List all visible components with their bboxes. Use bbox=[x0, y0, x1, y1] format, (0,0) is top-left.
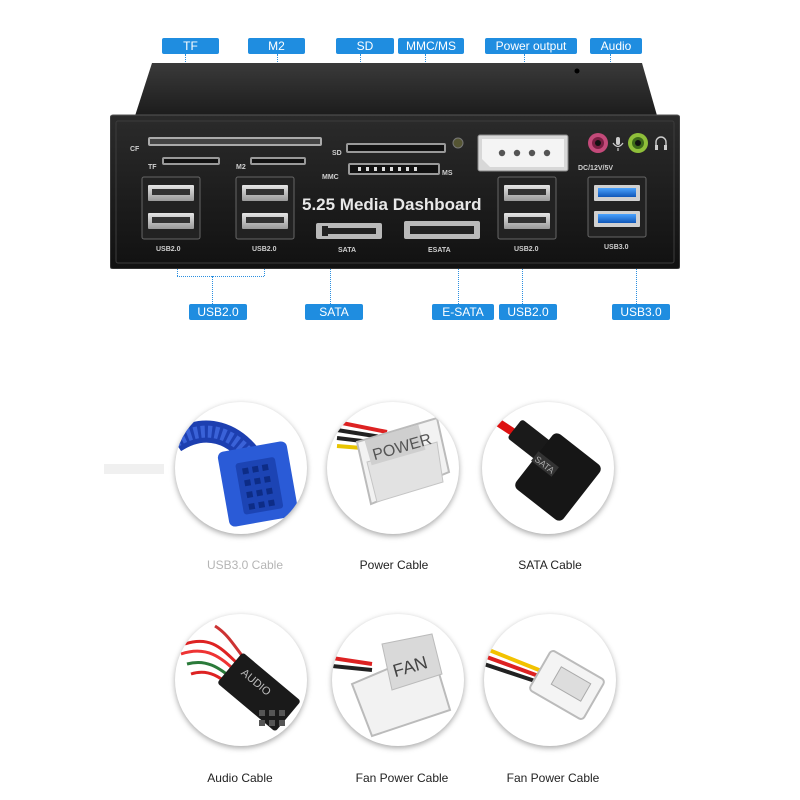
panel-label-sd: SD bbox=[332, 150, 342, 157]
sata-connector-icon: SATA bbox=[482, 408, 601, 521]
callout-tf: TF bbox=[162, 38, 219, 54]
esata-port bbox=[404, 221, 480, 239]
sata-cable-label: SATA Cable bbox=[518, 558, 582, 572]
panel-label-m2: M2 bbox=[236, 164, 246, 171]
faint-reflection bbox=[104, 464, 164, 474]
leader-sata bbox=[330, 240, 331, 304]
headphone-jack bbox=[628, 133, 648, 153]
usb3-header-connector-icon bbox=[175, 420, 299, 527]
callout-power-output: Power output bbox=[485, 38, 577, 54]
usb2-port-group-a bbox=[141, 176, 201, 240]
callout-sata: SATA bbox=[305, 304, 363, 320]
callout-usb3: USB3.0 bbox=[612, 304, 670, 320]
microphone-icon bbox=[612, 137, 624, 151]
panel-label-mmc: MMC bbox=[322, 174, 339, 181]
callout-sd: SD bbox=[336, 38, 394, 54]
panel-label-ms: MS bbox=[442, 170, 453, 177]
fan-power-cable-circle-1: FAN bbox=[332, 614, 464, 746]
panel-label-usb3: USB3.0 bbox=[604, 244, 629, 251]
callout-esata: E-SATA bbox=[432, 304, 494, 320]
callout-audio: Audio bbox=[590, 38, 642, 54]
leader-usb2-left-c bbox=[212, 276, 213, 304]
power-output-port bbox=[477, 134, 569, 172]
microphone-jack bbox=[588, 133, 608, 153]
callout-usb2-right: USB2.0 bbox=[499, 304, 557, 320]
leader-esata bbox=[458, 240, 459, 304]
leader-usb2-left-h bbox=[177, 276, 264, 277]
panel-label-esata: ESATA bbox=[428, 247, 451, 254]
audio-cable-circle: AUDIO bbox=[175, 614, 307, 746]
panel-top-housing bbox=[134, 63, 658, 119]
panel-label-usb2-b: USB2.0 bbox=[252, 246, 277, 253]
headphone-icon bbox=[655, 136, 667, 150]
panel-label-dc: DC/12V/5V bbox=[578, 165, 613, 172]
usb2-port-group-b bbox=[235, 176, 295, 240]
panel-title: 5.25 Media Dashboard bbox=[302, 195, 482, 214]
molex-power-connector-icon: POWER bbox=[336, 416, 451, 506]
callout-usb2-left: USB2.0 bbox=[189, 304, 247, 320]
panel-label-cf: CF bbox=[130, 146, 140, 153]
usb3-cable-circle bbox=[175, 402, 307, 534]
fan-molex-connector-icon: FAN bbox=[332, 633, 452, 738]
media-dashboard-panel: CF TF M2 SD MMC MS DC/12V/5V USB2.0 bbox=[110, 63, 680, 269]
usb3-port-group bbox=[587, 176, 647, 238]
usb3-cable-label: USB3.0 Cable bbox=[206, 558, 284, 572]
panel-label-sata: SATA bbox=[338, 247, 356, 254]
fan-power-cable-circle-2 bbox=[484, 614, 616, 746]
power-cable-circle: POWER bbox=[327, 402, 459, 534]
sata-cable-circle: SATA bbox=[482, 402, 614, 534]
callout-m2: M2 bbox=[248, 38, 305, 54]
leader-usb3 bbox=[636, 238, 637, 304]
panel-label-usb2-a: USB2.0 bbox=[156, 246, 181, 253]
fan-power-cable-label-1: Fan Power Cable bbox=[355, 771, 449, 785]
power-cable-label: Power Cable bbox=[359, 558, 429, 572]
panel-label-tf: TF bbox=[148, 164, 157, 171]
sata-port bbox=[316, 223, 382, 239]
callout-mmc-ms: MMC/MS bbox=[398, 38, 464, 54]
audio-header-connector-icon: AUDIO bbox=[180, 624, 300, 731]
panel-label-usb2-c: USB2.0 bbox=[514, 246, 539, 253]
fan-power-cable-label-2: Fan Power Cable bbox=[506, 771, 600, 785]
leader-usb2-right bbox=[522, 236, 523, 304]
usb2-port-group-c bbox=[497, 176, 557, 240]
audio-cable-label: Audio Cable bbox=[207, 771, 273, 785]
fan-3pin-connector-icon bbox=[484, 646, 605, 720]
